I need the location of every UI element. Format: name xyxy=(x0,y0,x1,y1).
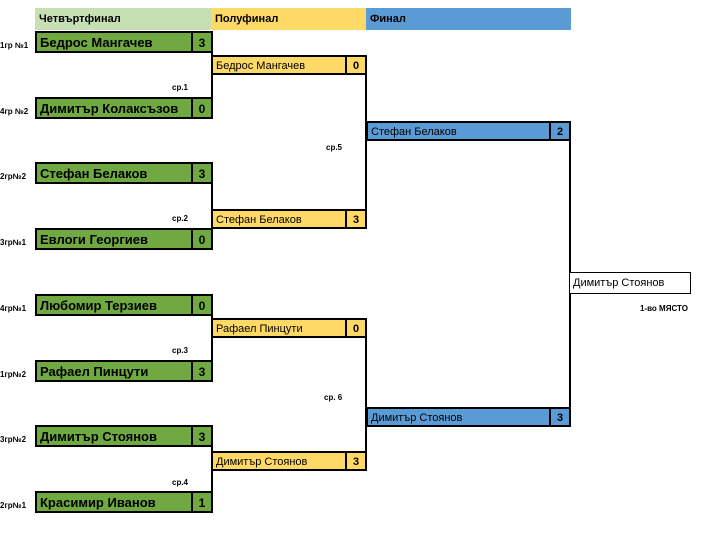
player-score: 3 xyxy=(191,362,211,380)
header-quarterfinal: Четвъртфинал xyxy=(35,8,211,30)
qf-player-7: Димитър Стоянов 3 xyxy=(35,425,213,447)
player-score: 0 xyxy=(191,99,211,117)
qf-player-2: Димитър Колаксъзов 0 xyxy=(35,97,213,119)
player-name: Рафаел Пинцути xyxy=(40,364,149,379)
connector-line xyxy=(365,338,367,451)
final-player-1: Стефан Белаков 2 xyxy=(366,121,571,141)
match-label: ср.2 xyxy=(172,214,189,223)
player-name: Рафаел Пинцути xyxy=(216,323,303,335)
qf-player-3: Стефан Белаков 3 xyxy=(35,162,213,184)
player-score: 3 xyxy=(191,33,211,51)
qf-player-4: Евлоги Георгиев 0 xyxy=(35,228,213,250)
seed-label: 4гр №2 xyxy=(0,107,29,116)
qf-player-5: Любомир Терзиев 0 xyxy=(35,294,213,316)
seed-label: 1гр №1 xyxy=(0,41,29,50)
player-name: Евлоги Георгиев xyxy=(40,232,148,247)
seed-label: 2гр№2 xyxy=(0,172,27,181)
player-score: 0 xyxy=(345,320,365,336)
sf-player-4: Димитър Стоянов 3 xyxy=(211,451,367,471)
seed-label: 4гр№1 xyxy=(0,304,27,313)
player-score: 0 xyxy=(345,57,365,73)
winner-place-label: 1-во МЯСТО xyxy=(640,304,688,313)
match-label: ср.1 xyxy=(172,83,189,92)
sf-player-3: Рафаел Пинцути 0 xyxy=(211,318,367,338)
player-score: 3 xyxy=(191,164,211,182)
player-score: 3 xyxy=(549,409,569,425)
player-score: 2 xyxy=(549,123,569,139)
connector-line xyxy=(211,184,213,228)
player-name: Димитър Колаксъзов xyxy=(40,101,179,116)
sf-player-1: Бедрос Мангачев 0 xyxy=(211,55,367,75)
match-label: ср. 6 xyxy=(324,393,343,402)
winner-box: Димитър Стоянов xyxy=(569,272,691,294)
player-name: Стефан Белаков xyxy=(371,126,457,138)
seed-label: 1гр№2 xyxy=(0,370,27,379)
player-name: Стефан Белаков xyxy=(216,214,302,226)
seed-label: 3гр№2 xyxy=(0,435,27,444)
final-player-2: Димитър Стоянов 3 xyxy=(366,407,571,427)
player-score: 3 xyxy=(191,427,211,445)
player-score: 3 xyxy=(345,453,365,469)
player-score: 0 xyxy=(191,230,211,248)
header-final: Финал xyxy=(366,8,571,30)
connector-line xyxy=(211,316,213,360)
winner-name: Димитър Стоянов xyxy=(573,277,665,289)
connector-line xyxy=(365,75,367,209)
player-score: 0 xyxy=(191,296,211,314)
player-name: Бедрос Мангачев xyxy=(216,60,306,72)
player-name: Любомир Терзиев xyxy=(40,298,157,313)
match-label: ср.4 xyxy=(172,478,189,487)
sf-player-2: Стефан Белаков 3 xyxy=(211,209,367,229)
qf-player-1: Бедрос Мангачев 3 xyxy=(35,31,213,53)
seed-label: 3гр№1 xyxy=(0,238,27,247)
connector-line xyxy=(211,53,213,97)
player-score: 3 xyxy=(345,211,365,227)
qf-player-6: Рафаел Пинцути 3 xyxy=(35,360,213,382)
player-name: Бедрос Мангачев xyxy=(40,35,153,50)
player-name: Димитър Стоянов xyxy=(216,456,308,468)
player-score: 1 xyxy=(191,493,211,511)
player-name: Красимир Иванов xyxy=(40,495,156,510)
player-name: Димитър Стоянов xyxy=(371,412,463,424)
match-label: ср.5 xyxy=(326,143,343,152)
match-label: ср.3 xyxy=(172,346,189,355)
header-semifinal: Полуфинал xyxy=(211,8,366,30)
player-name: Димитър Стоянов xyxy=(40,429,157,444)
player-name: Стефан Белаков xyxy=(40,166,148,181)
seed-label: 2гр№1 xyxy=(0,501,27,510)
qf-player-8: Красимир Иванов 1 xyxy=(35,491,213,513)
